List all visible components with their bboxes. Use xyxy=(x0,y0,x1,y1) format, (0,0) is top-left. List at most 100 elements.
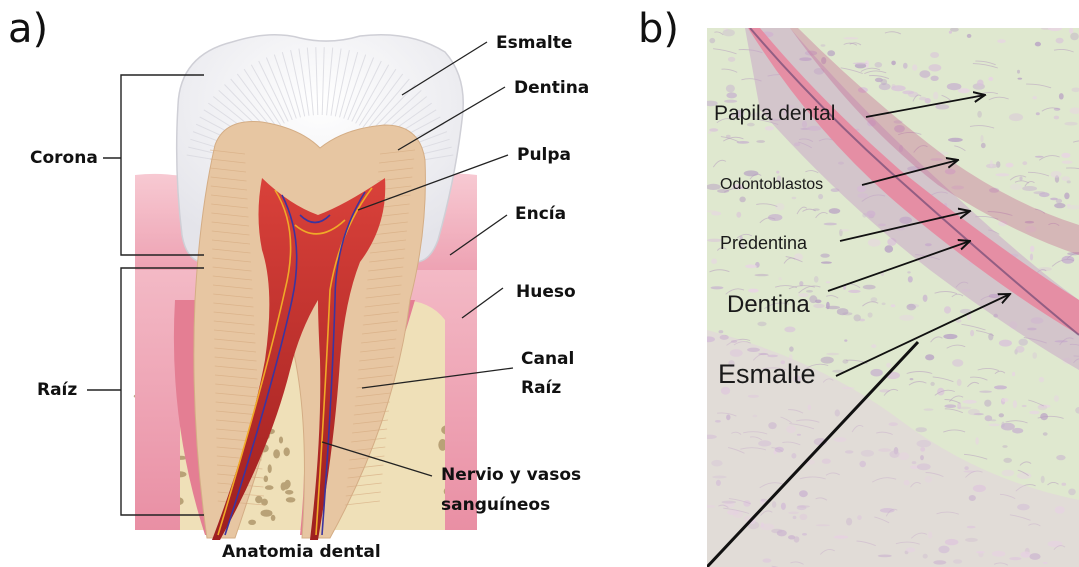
histology-cell xyxy=(979,391,992,393)
bone-pore xyxy=(265,485,274,490)
histology-cell xyxy=(891,61,896,66)
histology-cell xyxy=(923,295,928,302)
histology-cell xyxy=(944,404,956,408)
histology-cell xyxy=(1061,153,1070,158)
histology-cell xyxy=(988,77,993,81)
histology-cell xyxy=(990,160,993,167)
histology-cell xyxy=(981,143,986,148)
histology-cell xyxy=(1035,42,1041,47)
histology-cell xyxy=(947,83,962,90)
histology-cell xyxy=(930,52,939,58)
bone-pore xyxy=(281,482,286,490)
histology-cell xyxy=(794,253,803,260)
histology-cell xyxy=(1043,432,1048,435)
histology-cell xyxy=(1018,78,1023,80)
histology-cell xyxy=(1036,112,1040,115)
histology-cell xyxy=(957,379,962,386)
bone-pore xyxy=(284,447,290,456)
histology-cell xyxy=(1054,116,1059,120)
histology-cell xyxy=(829,208,841,214)
panel-b-letter: b) xyxy=(638,6,679,52)
histology-cell xyxy=(924,408,934,410)
bone-pore xyxy=(268,464,272,473)
histology-cell xyxy=(726,92,737,98)
label-dentina: Dentina xyxy=(514,78,589,98)
histology-cell xyxy=(1030,254,1033,261)
histology-cell xyxy=(996,173,1010,176)
histology-cell xyxy=(977,80,984,87)
histology-cell xyxy=(765,126,774,130)
histology-cell xyxy=(902,91,914,95)
histology-cell xyxy=(975,437,978,445)
histology-cell xyxy=(870,369,882,377)
histology-cell xyxy=(821,357,834,364)
histology-cell xyxy=(1070,33,1079,41)
bone-pore xyxy=(264,476,269,483)
histology-cell xyxy=(933,92,938,100)
histology-cell xyxy=(1033,96,1037,99)
label-dentina-b: Dentina xyxy=(727,291,810,318)
histology-cell xyxy=(1062,483,1067,486)
histology-cell xyxy=(1002,398,1009,402)
histology-cell xyxy=(903,63,908,69)
histology-cell xyxy=(843,37,858,39)
histology-cell xyxy=(1050,198,1058,201)
histology-cell xyxy=(840,229,849,231)
histology-cell xyxy=(1041,476,1045,483)
histology-cell xyxy=(999,413,1004,417)
histology-cell xyxy=(820,254,829,258)
histology-cell xyxy=(908,276,913,282)
histology-cell xyxy=(980,135,983,142)
histology-cell xyxy=(1064,122,1077,126)
histology-cell xyxy=(827,50,835,56)
histology-cell xyxy=(779,277,782,280)
histology-cell xyxy=(967,34,972,38)
histology-cell xyxy=(726,85,735,93)
histology-cell xyxy=(711,286,724,289)
histology-cell xyxy=(1039,377,1044,382)
label-encia: Encía xyxy=(515,204,566,224)
histology-cell xyxy=(1022,186,1037,191)
histology-cell xyxy=(837,308,849,315)
histology-cell xyxy=(1019,177,1022,181)
histology-cell xyxy=(756,140,765,143)
histology-cell xyxy=(875,78,883,82)
histology-cell xyxy=(1002,445,1007,448)
bone-pore xyxy=(271,515,276,521)
histology-cell xyxy=(891,304,896,307)
histology-cell xyxy=(882,303,886,306)
histology-cell xyxy=(1054,203,1065,208)
histology-cell xyxy=(814,276,819,283)
histology-cell xyxy=(1019,339,1028,346)
histology-cell xyxy=(784,327,795,333)
bone-pore xyxy=(279,437,283,444)
label-predentina: Predentina xyxy=(720,233,808,253)
histology-cell xyxy=(1056,38,1064,44)
histology-cell xyxy=(1022,161,1027,165)
histology-cell xyxy=(984,400,991,407)
histology-cell xyxy=(826,302,830,310)
histology-cell xyxy=(706,184,721,190)
label-sanguineos: sanguíneos xyxy=(441,495,550,515)
histology-cell xyxy=(1069,28,1073,34)
histology-cell xyxy=(1064,193,1069,200)
histology-cell xyxy=(907,271,910,273)
histology-cell xyxy=(776,171,779,174)
histology-cell xyxy=(994,385,1007,389)
panel-a-letter: a) xyxy=(8,6,48,52)
histology-cell xyxy=(755,274,769,276)
histology-cell xyxy=(930,382,934,386)
histology-cell xyxy=(886,363,891,368)
histology-cell xyxy=(1051,171,1062,178)
histology-cell xyxy=(1048,25,1062,31)
histology-cell xyxy=(809,295,817,303)
histology-cell xyxy=(989,424,1000,427)
histology-cell xyxy=(957,403,961,410)
label-odontoblastos: Odontoblastos xyxy=(720,176,823,193)
label-nervio: Nervio y vasos xyxy=(441,465,581,485)
histology-cell xyxy=(944,306,951,313)
bone-pore xyxy=(273,449,280,458)
histology-cell xyxy=(919,97,927,101)
histology-cell xyxy=(1032,352,1037,359)
histology-cell xyxy=(1067,180,1071,183)
